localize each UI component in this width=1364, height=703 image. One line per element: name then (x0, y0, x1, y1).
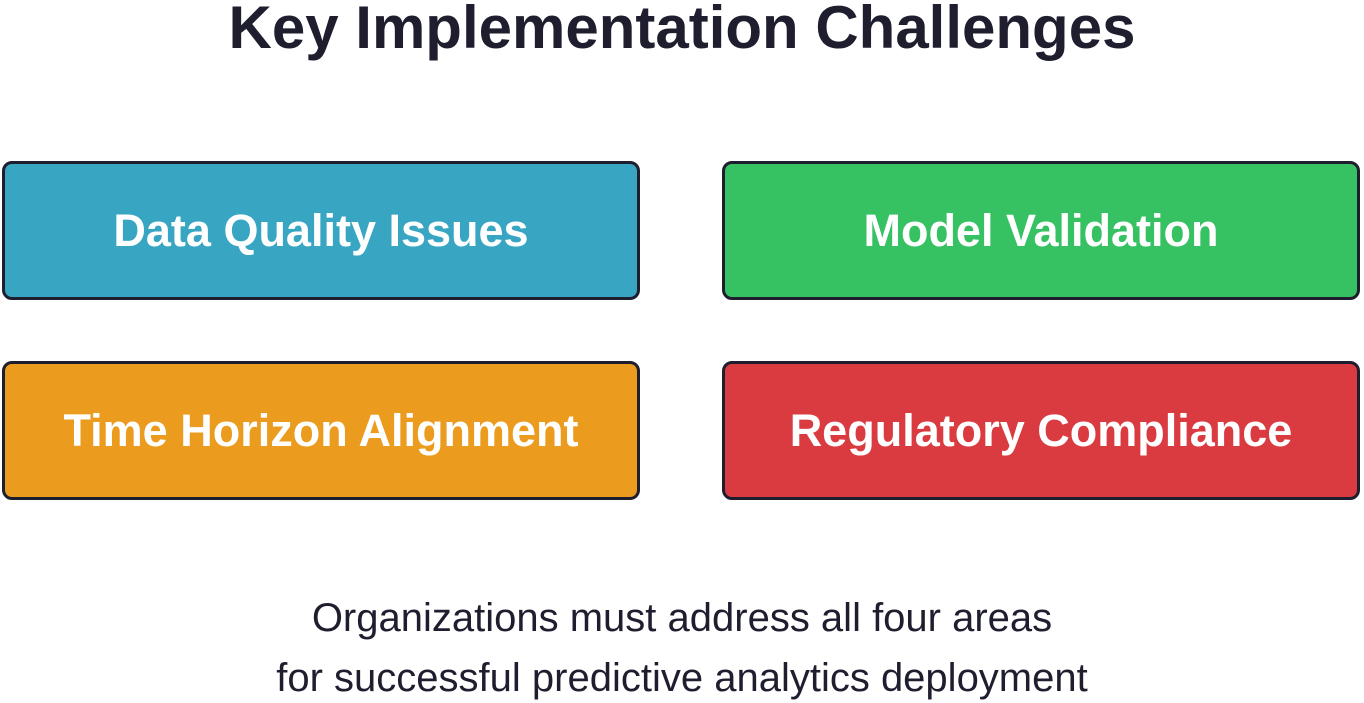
footer-line-2: for successful predictive analytics depl… (276, 656, 1088, 700)
challenge-box-model-validation: Model Validation (722, 161, 1360, 300)
footer-line-1: Organizations must address all four area… (311, 596, 1053, 640)
challenge-label: Regulatory Compliance (789, 404, 1293, 456)
page-title: Key Implementation Challenges (228, 0, 1136, 61)
challenge-box-regulatory: Regulatory Compliance (722, 361, 1360, 500)
challenge-label: Time Horizon Alignment (63, 404, 579, 456)
challenge-label: Data Quality Issues (113, 204, 529, 256)
challenge-box-data-quality: Data Quality Issues (2, 161, 640, 300)
challenge-label: Model Validation (863, 204, 1219, 256)
challenge-box-time-horizon: Time Horizon Alignment (2, 361, 640, 500)
